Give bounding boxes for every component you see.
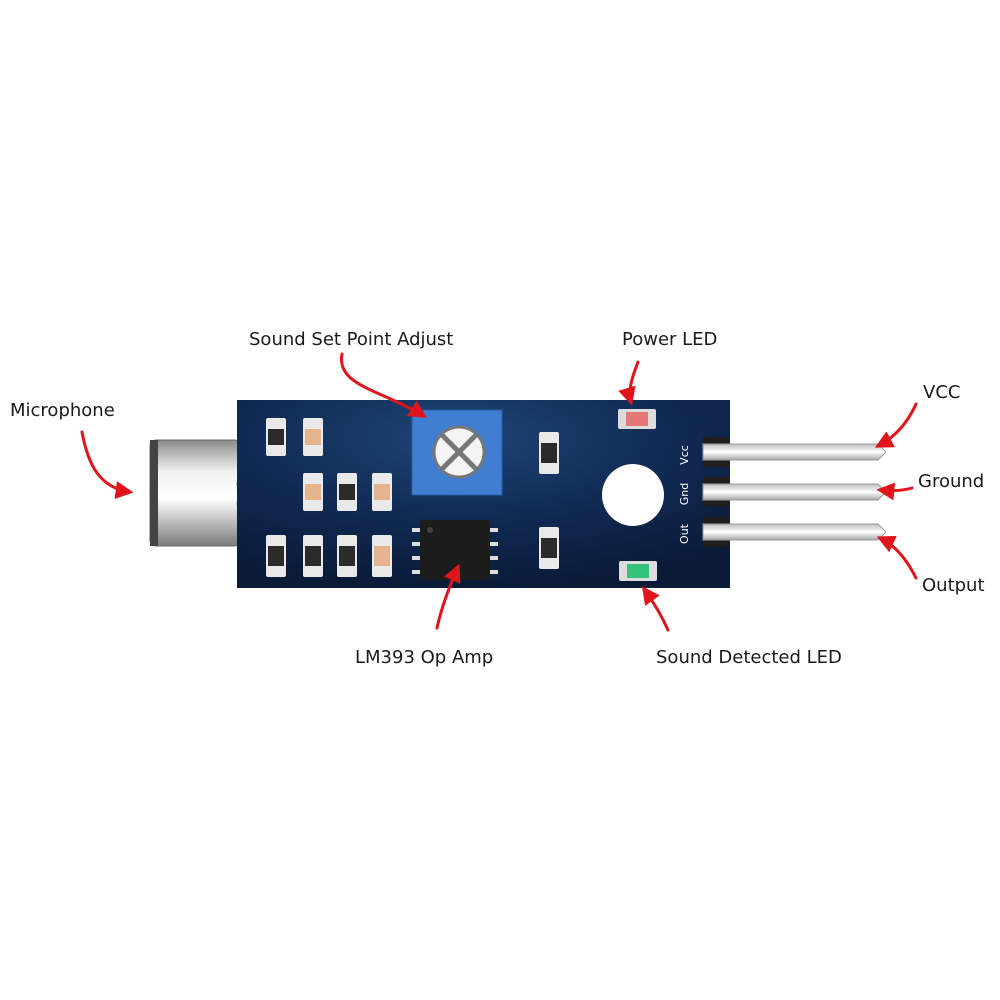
- label-power-led: Power LED: [622, 329, 718, 350]
- label-output: Output: [922, 575, 985, 596]
- label-ground: Ground: [918, 471, 985, 492]
- label-vcc: VCC: [923, 382, 961, 403]
- pin-label-gnd: Gnd: [678, 483, 691, 505]
- sound-detected-led: [619, 561, 657, 581]
- arrow-output: [876, 535, 918, 580]
- arrow-vcc: [874, 402, 918, 448]
- arrow-sound-led: [641, 586, 670, 632]
- pin-label-vcc: Vcc: [678, 445, 691, 465]
- arrow-set-point: [340, 352, 428, 418]
- label-op-amp: LM393 Op Amp: [355, 647, 494, 668]
- mounting-hole: [602, 464, 664, 526]
- pin-label-out: Out: [678, 523, 691, 544]
- label-microphone: Microphone: [10, 400, 115, 421]
- arrow-op-amp: [435, 563, 461, 630]
- arrow-power-led: [618, 360, 640, 406]
- arrow-microphone: [80, 430, 134, 500]
- arrow-ground: [876, 482, 914, 501]
- header-pins: [702, 437, 887, 547]
- label-set-point: Sound Set Point Adjust: [249, 329, 454, 350]
- power-led: [618, 409, 656, 429]
- smd-components: [266, 418, 559, 577]
- potentiometer: [411, 409, 503, 496]
- lm393-chip: [412, 520, 498, 580]
- label-sound-led: Sound Detected LED: [656, 647, 842, 668]
